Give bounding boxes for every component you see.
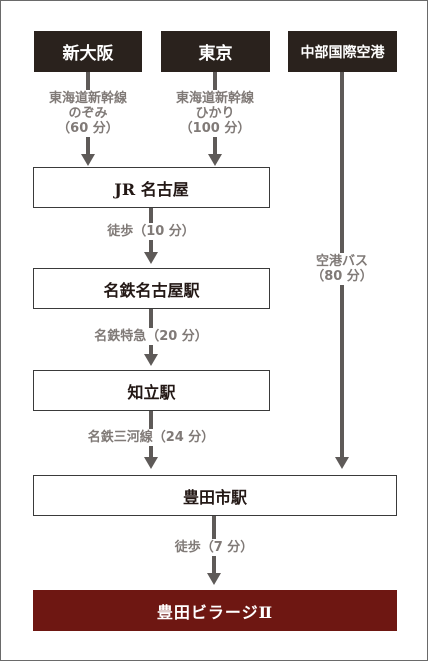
route-label-airport-bus: 空港バス （80 分）: [309, 253, 375, 285]
arrow-head-walk-2: [207, 573, 221, 585]
origin-tokyo-label: 東京: [198, 44, 233, 64]
station-meitetsu-nagoya-label: 名鉄名古屋駅: [103, 280, 200, 300]
arrow-head-tokyo: [208, 154, 222, 166]
station-toyotashi: 豊田市駅: [33, 475, 397, 516]
station-jr-nagoya-label: JR 名古屋: [114, 179, 189, 199]
arrow-head-mikawa-line: [144, 457, 158, 469]
route-label-tokyo: 東海道新幹線 ひかり （100 分）: [173, 90, 257, 137]
route-label-meitetsu-express: 名鉄特急（20 分）: [92, 328, 210, 345]
arrow-head-shin-osaka: [81, 154, 95, 166]
station-jr-nagoya: JR 名古屋: [33, 167, 270, 208]
origin-shin-osaka-label: 新大阪: [62, 44, 114, 64]
destination-label: 豊田ビラージⅡ: [156, 602, 274, 622]
route-label-walk-1: 徒歩（10 分）: [105, 223, 197, 240]
arrow-head-airport-bus: [335, 457, 349, 469]
destination-box: 豊田ビラージⅡ: [33, 590, 397, 631]
route-label-shin-osaka: 東海道新幹線 のぞみ （60 分）: [46, 90, 130, 137]
origin-tokyo: 東京: [161, 31, 270, 72]
arrow-head-walk-1: [144, 252, 158, 264]
origin-chubu-airport: 中部国際空港: [288, 31, 397, 72]
station-toyotashi-label: 豊田市駅: [182, 487, 247, 507]
route-label-walk-2: 徒歩（7 分）: [172, 539, 256, 556]
station-chiryu-label: 知立駅: [127, 382, 176, 402]
origin-shin-osaka: 新大阪: [34, 31, 142, 72]
arrow-head-meitetsu-express: [144, 354, 158, 366]
origin-chubu-airport-label: 中部国際空港: [300, 44, 385, 61]
station-meitetsu-nagoya: 名鉄名古屋駅: [33, 268, 270, 309]
route-label-mikawa-line: 名鉄三河線（24 分）: [85, 429, 217, 446]
station-chiryu: 知立駅: [33, 370, 270, 411]
